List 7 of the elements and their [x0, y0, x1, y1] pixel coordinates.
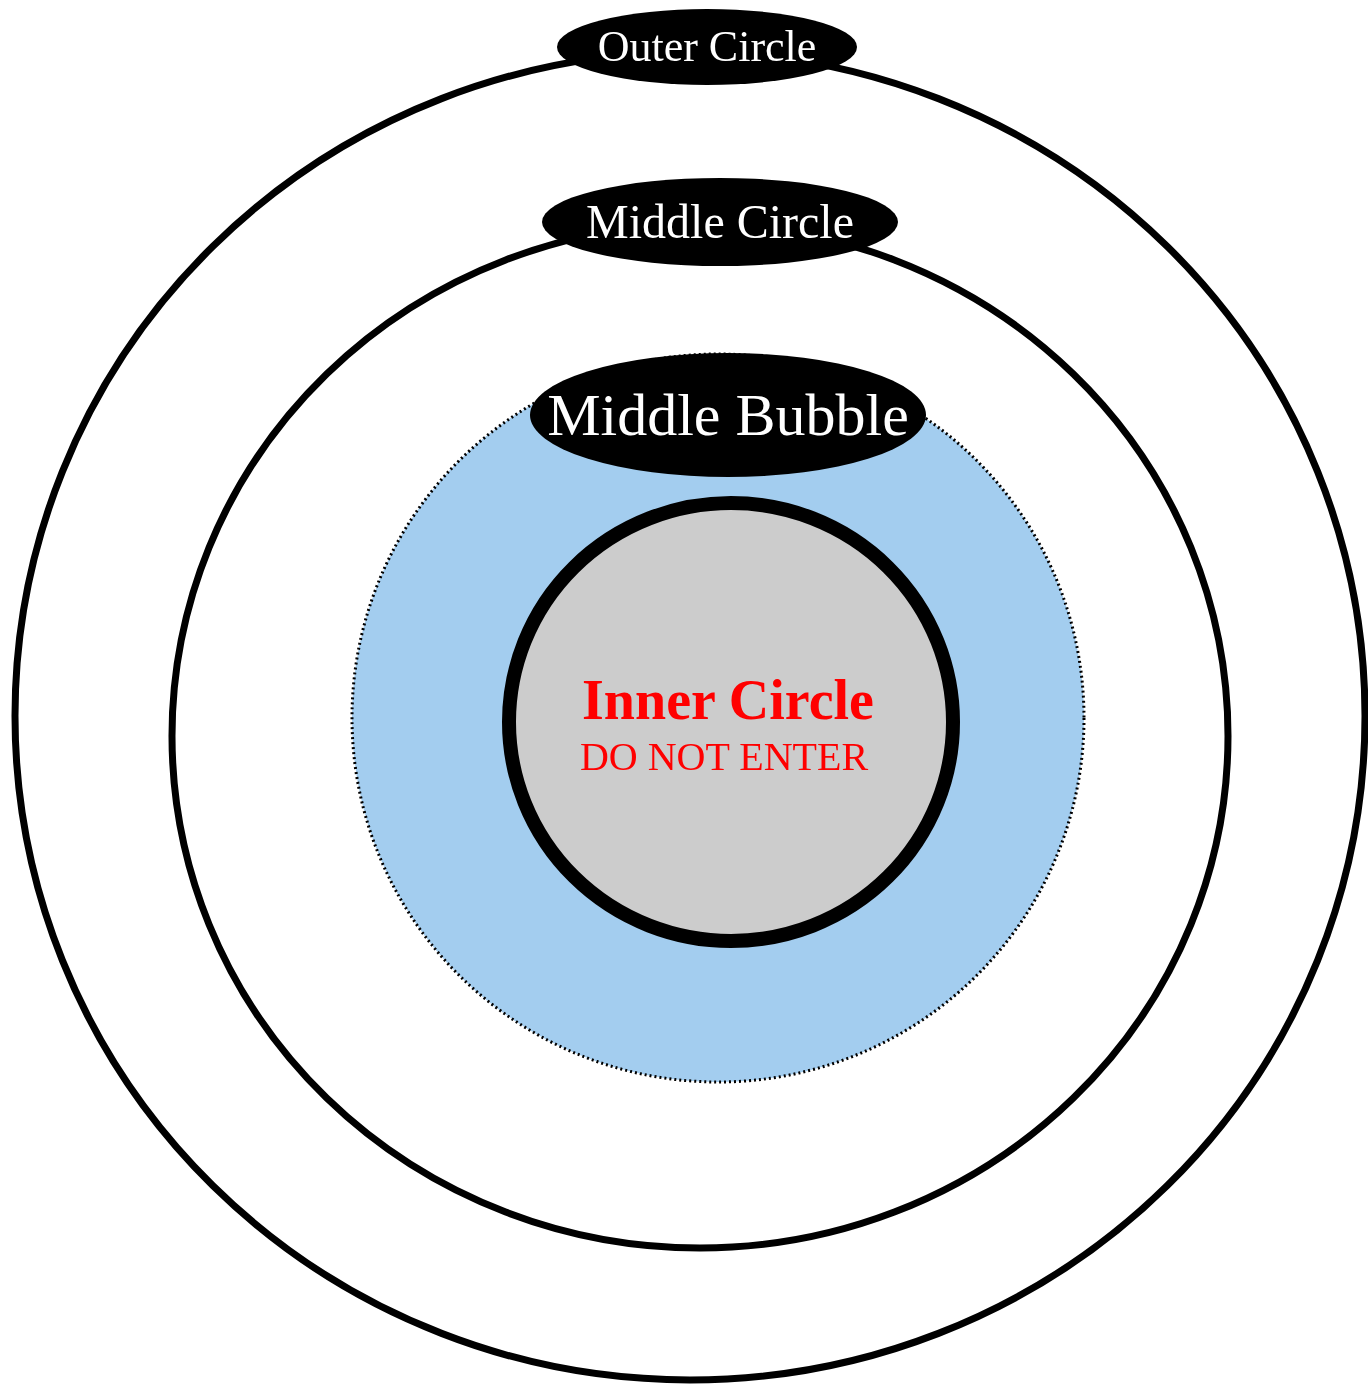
ring-label: Outer Circle — [557, 9, 857, 85]
inner-circle — [500, 494, 962, 950]
outer-ring — [10, 6, 1368, 1386]
dotted-bubble — [348, 351, 1088, 1086]
ring-label: Middle Circle — [542, 178, 898, 266]
circle-title: Inner Circle — [581, 668, 875, 732]
bubble-label: Middle Bubble — [530, 353, 926, 477]
